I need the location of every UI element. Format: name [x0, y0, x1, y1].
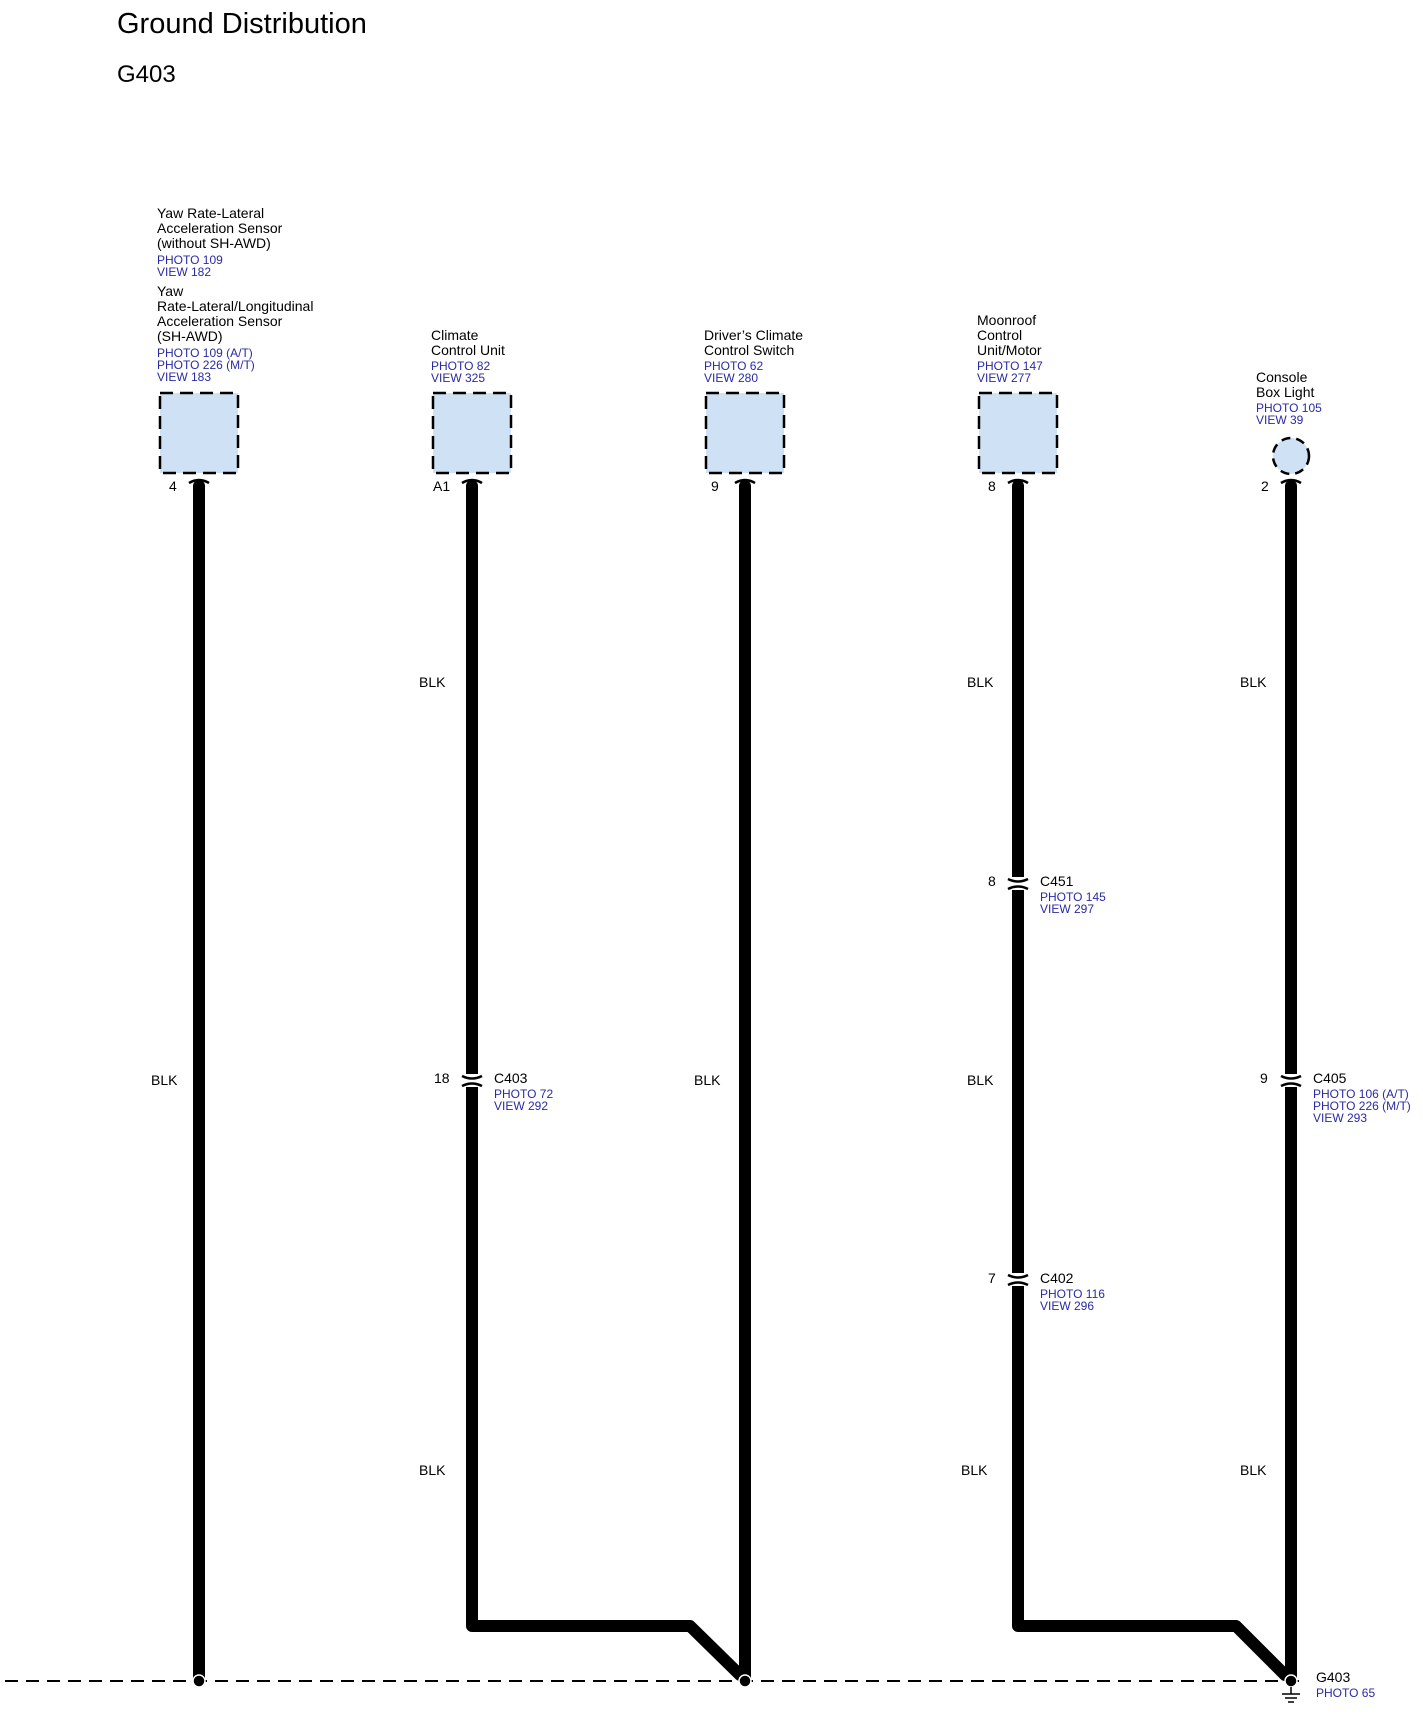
wire-color-label: BLK: [1240, 1462, 1267, 1478]
climate-control-unit-view-link[interactable]: VIEW 325: [431, 371, 486, 385]
connector-c403-symbol[interactable]: [458, 1074, 486, 1088]
c451-view-link[interactable]: VIEW 297: [1040, 902, 1095, 916]
moonroof-unit-pin: 8: [988, 478, 996, 494]
wire-color-label: BLK: [419, 1462, 446, 1478]
wire-color-label: BLK: [967, 674, 994, 690]
c451-photo-link[interactable]: PHOTO 145: [1040, 890, 1106, 904]
drivers-climate-switch-photo-link[interactable]: PHOTO 62: [704, 359, 764, 373]
moonroof-unit-view-link[interactable]: VIEW 277: [977, 371, 1032, 385]
wire-color-label: BLK: [694, 1072, 721, 1088]
c402-view-link[interactable]: VIEW 296: [1040, 1299, 1095, 1313]
c403-view-link[interactable]: VIEW 292: [494, 1099, 549, 1113]
c451-name: C451: [1040, 873, 1074, 889]
yaw-sensor-photo-link-b2[interactable]: PHOTO 226 (M/T): [157, 358, 255, 372]
c451-pin: 8: [988, 873, 996, 889]
ground-id-heading: G403: [117, 61, 176, 88]
moonroof-unit-box[interactable]: [977, 391, 1059, 475]
c402-name: C402: [1040, 1270, 1074, 1286]
climate-control-unit-box[interactable]: [431, 391, 513, 475]
drivers-climate-switch-pin: 9: [711, 478, 719, 494]
c402-photo-link[interactable]: PHOTO 116: [1040, 1287, 1105, 1301]
ground-node-middle: [738, 1674, 752, 1688]
climate-control-unit-pin: A1: [433, 478, 451, 494]
console-box-light-circle[interactable]: [1271, 436, 1311, 476]
wire-color-label: BLK: [961, 1462, 988, 1478]
c403-photo-link[interactable]: PHOTO 72: [494, 1087, 554, 1101]
drivers-climate-switch-box[interactable]: [704, 391, 786, 475]
yaw-sensor-photo-link-b1[interactable]: PHOTO 109 (A/T): [157, 346, 253, 360]
yaw-sensor-pin: 4: [169, 478, 177, 494]
console-box-light-pin: 2: [1261, 478, 1269, 494]
ground-node-right: [1284, 1674, 1298, 1688]
wire-color-label: BLK: [419, 674, 446, 690]
wire-color-label: BLK: [151, 1072, 178, 1088]
c405-photo-link-mt[interactable]: PHOTO 226 (M/T): [1313, 1099, 1411, 1113]
c402-pin: 7: [988, 1270, 996, 1286]
console-box-light-photo-link[interactable]: PHOTO 105: [1256, 401, 1322, 415]
c403-name: C403: [494, 1070, 528, 1086]
yaw-sensor-box[interactable]: [158, 391, 240, 475]
moonroof-unit-name: Moonroof Control Unit/Motor: [977, 312, 1042, 358]
c405-photo-link-at[interactable]: PHOTO 106 (A/T): [1313, 1087, 1409, 1101]
yaw-sensor-photo-link-a[interactable]: PHOTO 109: [157, 253, 223, 267]
page-title: Ground Distribution: [117, 8, 367, 40]
connector-c405-symbol[interactable]: [1277, 1074, 1305, 1088]
ground-name: G403: [1316, 1669, 1351, 1685]
yaw-sensor-view-link-a[interactable]: VIEW 182: [157, 265, 212, 279]
wire-color-label: BLK: [967, 1072, 994, 1088]
connector-c451-symbol[interactable]: [1004, 877, 1032, 891]
climate-control-unit-name: Climate Control Unit: [431, 327, 505, 358]
drivers-climate-switch-name: Driver’s Climate Control Switch: [704, 327, 804, 358]
drivers-climate-switch-view-link[interactable]: VIEW 280: [704, 371, 759, 385]
c405-view-link[interactable]: VIEW 293: [1313, 1111, 1368, 1125]
ground-symbol-icon: [1282, 1687, 1300, 1703]
yaw-sensor-name-b: Yaw Rate-Lateral/Longitudinal Accelerati…: [157, 283, 314, 344]
c405-name: C405: [1313, 1070, 1347, 1086]
yaw-sensor-name-a: Yaw Rate-Lateral Acceleration Sensor (wi…: [157, 205, 283, 251]
climate-control-unit-photo-link[interactable]: PHOTO 82: [431, 359, 491, 373]
moonroof-unit-photo-link[interactable]: PHOTO 147: [977, 359, 1043, 373]
console-box-light-view-link[interactable]: VIEW 39: [1256, 413, 1304, 427]
connector-c402-symbol[interactable]: [1004, 1273, 1032, 1287]
ground-node-left: [192, 1674, 206, 1688]
c405-pin: 9: [1260, 1070, 1268, 1086]
wire-moonroof-unit: [1012, 480, 1291, 1681]
c403-pin: 18: [434, 1070, 450, 1086]
wire-color-label: BLK: [1240, 674, 1267, 690]
ground-photo-link[interactable]: PHOTO 65: [1316, 1686, 1376, 1700]
wire-climate-control-unit: [466, 480, 746, 1681]
console-box-light-name: Console Box Light: [1256, 369, 1315, 400]
yaw-sensor-view-link-b[interactable]: VIEW 183: [157, 370, 212, 384]
